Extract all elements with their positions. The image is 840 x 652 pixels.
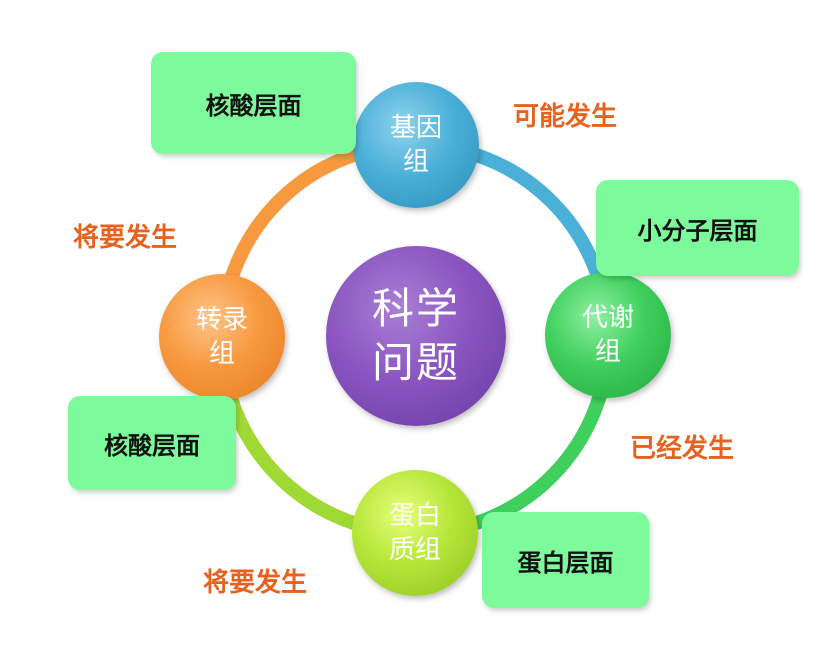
node-proteome-label: 蛋白 质组 bbox=[388, 501, 441, 565]
level-box-small-molecule: 小分子层面 bbox=[596, 180, 799, 276]
node-transcriptome: 转录 组 bbox=[159, 274, 285, 400]
level-box-protein: 蛋白层面 bbox=[482, 512, 649, 608]
occurrence-label-will-bottom: 将要发生 bbox=[203, 568, 308, 598]
level-box-small-molecule-label: 小分子层面 bbox=[637, 216, 758, 245]
level-box-protein-label: 蛋白层面 bbox=[517, 548, 614, 577]
center-label-line2: 问题 bbox=[371, 338, 460, 387]
node-genome: 基因 组 bbox=[353, 82, 479, 208]
occurrence-label-possible: 可能发生 bbox=[513, 102, 618, 132]
node-proteome: 蛋白 质组 bbox=[352, 470, 478, 596]
occurrence-label-already: 已经发生 bbox=[630, 434, 735, 464]
occurrence-label-will-left: 将要发生 bbox=[73, 223, 178, 253]
node-transcriptome-label: 转录 组 bbox=[195, 305, 248, 369]
level-box-nucleic-acid-top-label: 核酸层面 bbox=[205, 91, 302, 120]
node-genome-label: 基因 组 bbox=[389, 113, 442, 177]
center-node-scientific-question: 科学 问题 bbox=[326, 246, 506, 426]
level-box-nucleic-acid-bottom-label: 核酸层面 bbox=[104, 431, 200, 460]
center-label-line1: 科学 bbox=[371, 284, 460, 333]
level-box-nucleic-acid-top: 核酸层面 bbox=[151, 52, 356, 154]
node-metabolome-label: 代谢 组 bbox=[581, 303, 634, 367]
level-box-nucleic-acid-bottom: 核酸层面 bbox=[68, 396, 236, 490]
node-metabolome: 代谢 组 bbox=[545, 272, 671, 398]
